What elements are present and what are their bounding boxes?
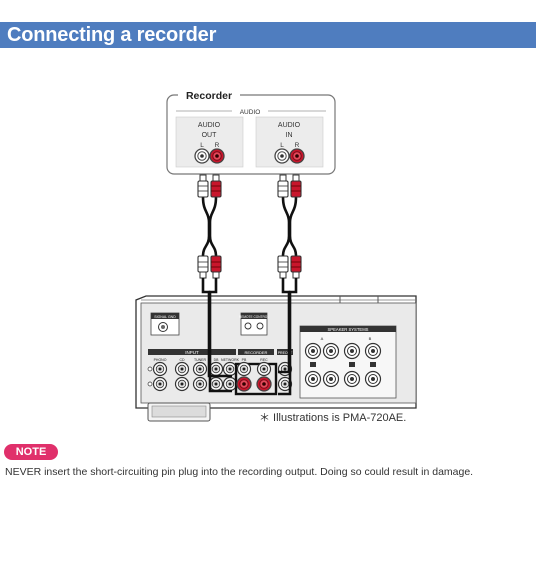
rca-cable-recorder-in	[277, 174, 302, 279]
recorder-device: Recorder AUDIO AUDIO OUT L R AUDIO IN L …	[166, 88, 336, 175]
plug-in-l-bottom	[277, 255, 289, 279]
recorder-out-label-bottom: OUT	[202, 132, 218, 139]
recorder-in-l-label: L	[280, 142, 284, 149]
recorder-in-r-jack	[289, 148, 305, 164]
plug-in-r-top	[290, 174, 302, 198]
recorder-name: Recorder	[186, 90, 232, 102]
recorder-in-label-top: AUDIO	[278, 122, 301, 129]
preout-label: PREOUT	[278, 351, 293, 355]
plug-in-r-bottom	[290, 255, 302, 279]
recorder-pb-label: PB	[242, 358, 247, 362]
recorder-out-label-top: AUDIO	[198, 122, 221, 129]
plug-in-l-top	[277, 174, 289, 198]
recorder-in-label-bottom: IN	[286, 132, 293, 139]
recorder-out-r-jack	[209, 148, 225, 164]
amp-rec-r-jack	[256, 376, 272, 392]
plug-out-r-top	[210, 174, 222, 198]
input-group-label: INPUT	[185, 350, 199, 355]
input-tuner-label: TUNER	[194, 358, 207, 362]
speaker-b-label: B	[369, 336, 372, 341]
speaker-terminals	[304, 342, 382, 388]
note-text: NEVER insert the short-circuiting pin pl…	[5, 466, 474, 478]
recorder-audio-out-panel: AUDIO OUT L R	[175, 116, 244, 168]
cable-tails-to-amplifier	[201, 278, 298, 396]
plug-out-l-bottom	[197, 255, 209, 279]
recorder-rec-label: REC	[260, 358, 268, 362]
recorder-audio-group-label: AUDIO	[240, 109, 261, 116]
illustration-footnote: ＊ Illustrations is PMA-720AE.	[259, 412, 407, 424]
input-db-label: DB	[214, 358, 220, 362]
recorder-out-l-label: L	[200, 142, 204, 149]
amp-pb-l-jack	[236, 361, 252, 377]
recorder-in-r-label: R	[295, 142, 300, 149]
input-phono-label: PHONO	[154, 358, 167, 362]
speaker-systems-label: SPEAKER SYSTEMS	[328, 327, 369, 332]
recorder-out-l-jack	[194, 148, 210, 164]
amp-rec-l-jack	[256, 361, 272, 377]
header-bar: Connecting a recorder	[0, 22, 536, 48]
input-network-label: NETWORK	[221, 358, 240, 362]
input-cd-label: CD	[179, 358, 185, 362]
recorder-audio-in-panel: AUDIO IN L R	[255, 116, 324, 168]
amplifier-rear-panel: SIGNAL GND REMOTE CONTROL INPUT PHONO CD…	[135, 295, 417, 422]
speaker-a-label: A	[321, 336, 324, 341]
recorder-in-l-jack	[274, 148, 290, 164]
remote-control-label: REMOTE CONTROL	[239, 315, 269, 319]
page-title: Connecting a recorder	[7, 24, 217, 46]
recorder-out-r-label: R	[215, 142, 220, 149]
amp-pb-r-jack	[236, 376, 252, 392]
recorder-group-label: RECORDER	[245, 350, 268, 355]
signal-gnd-label: SIGNAL GND	[154, 315, 176, 319]
note-badge: NOTE	[4, 444, 58, 460]
plug-out-l-top	[197, 174, 209, 198]
rca-cable-recorder-out	[197, 174, 222, 279]
input-jacks	[147, 361, 238, 392]
plug-out-r-bottom	[210, 255, 222, 279]
